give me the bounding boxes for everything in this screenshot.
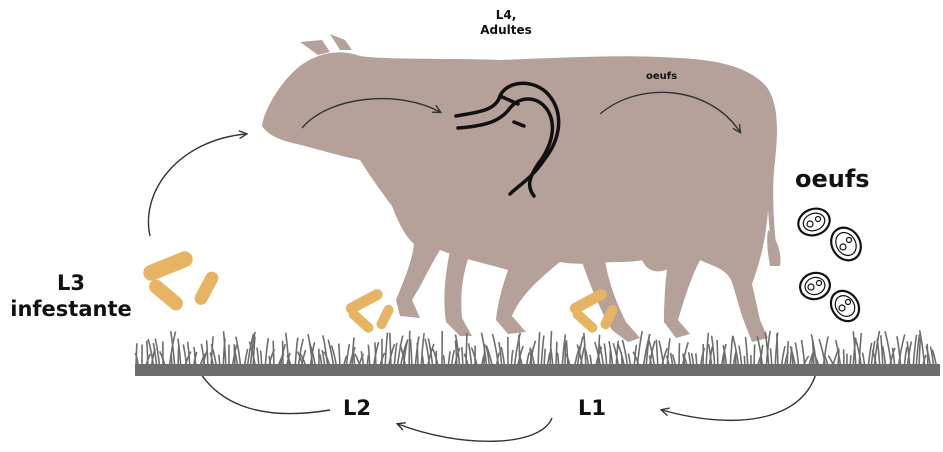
label-l1: L1 — [578, 396, 606, 420]
grass-ground — [135, 330, 940, 376]
label-l4-adults: L4, Adultes — [456, 8, 556, 38]
label-l2: L2 — [343, 396, 371, 420]
arrow-l1-to-l2 — [398, 418, 552, 441]
egg-icon — [825, 222, 866, 265]
arrow-l3-to-cow — [148, 134, 246, 236]
label-l4-line2: Adultes — [456, 23, 556, 38]
eggs-group — [795, 204, 867, 326]
label-l4-line1: L4, — [456, 8, 556, 23]
larvae-l2 — [344, 287, 395, 335]
label-l3-line2: infestante — [4, 296, 138, 322]
egg-icon — [795, 204, 834, 239]
egg-icon — [825, 285, 865, 326]
label-eggs-small: oeufs — [646, 71, 677, 82]
larvae-l3-infective — [141, 249, 221, 313]
label-l3-line1: L3 — [4, 270, 138, 296]
cow-silhouette — [262, 34, 781, 342]
label-l3-infective: L3 infestante — [4, 270, 138, 322]
egg-icon — [797, 270, 833, 303]
label-eggs-large: oeufs — [795, 165, 870, 193]
